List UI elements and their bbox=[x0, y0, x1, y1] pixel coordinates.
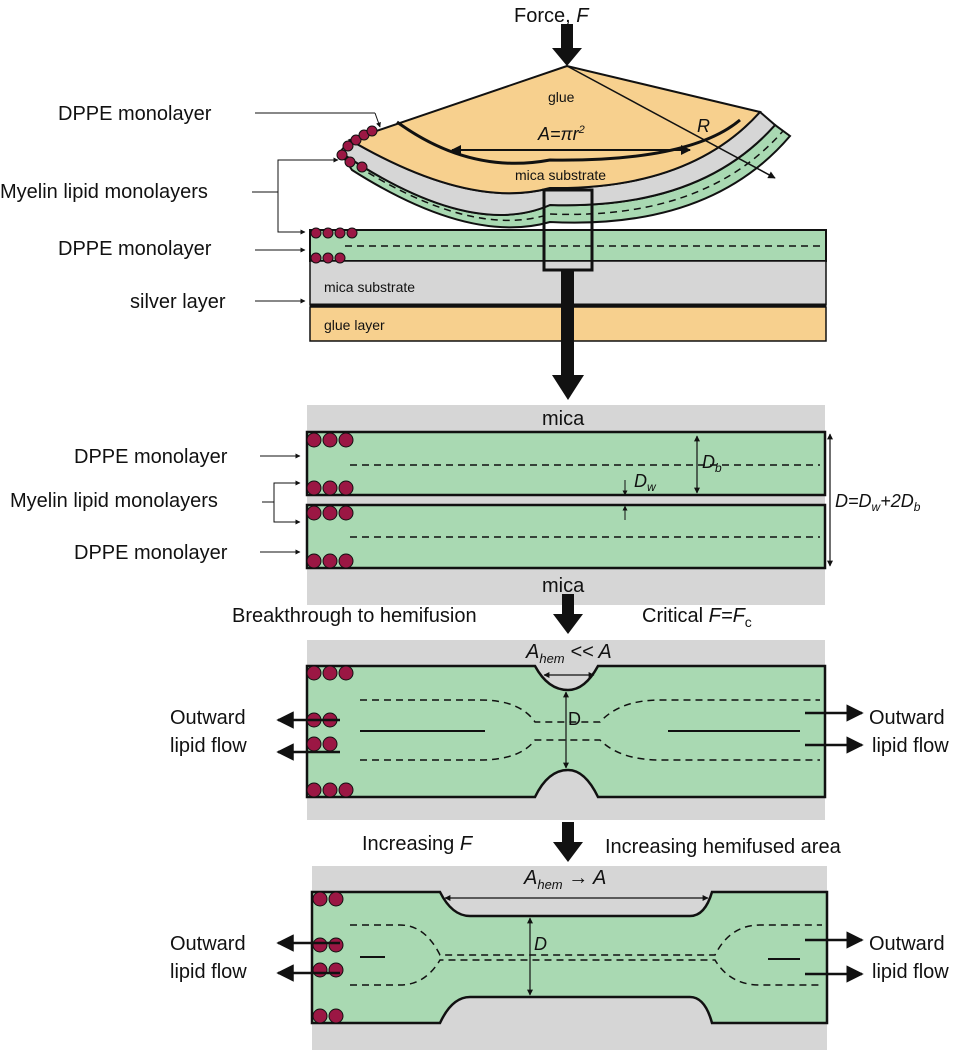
hemifusion-flow-right-1: Outward bbox=[869, 707, 945, 729]
top-label-myelin: Myelin lipid monolayers bbox=[0, 181, 208, 203]
growth-panel: Increasing F Increasing hemifused area A… bbox=[170, 833, 949, 1050]
dw-label: Dw bbox=[634, 471, 657, 494]
hemifusion-flow-left-2: lipid flow bbox=[170, 735, 247, 757]
mica-substrate-bottom-label: mica substrate bbox=[324, 279, 415, 295]
top-panel: Force, F glue A=πr2 R mica substrate mic… bbox=[0, 5, 827, 400]
growth-caption-right: Increasing hemifused area bbox=[605, 836, 842, 858]
zoom-label-dppe-2: DPPE monolayer bbox=[74, 542, 228, 564]
glue-label: glue bbox=[548, 89, 575, 105]
force-arrow bbox=[552, 24, 582, 66]
growth-flow-left-2: lipid flow bbox=[170, 961, 247, 983]
area-label: A=πr2 bbox=[537, 124, 585, 144]
top-label-silver: silver layer bbox=[130, 291, 226, 313]
zoom-panel: mica mica Db Dw D=Dw+2Db DPPE monolayer … bbox=[10, 405, 921, 634]
zoom-mica-top: mica bbox=[542, 408, 585, 430]
db-label: Db bbox=[702, 452, 722, 475]
upper-bilayer bbox=[305, 430, 827, 497]
zoom-mica-bottom: mica bbox=[542, 575, 585, 597]
zoom-headgroups bbox=[306, 432, 354, 569]
curved-dppe-headgroups bbox=[336, 125, 378, 173]
d-equation: D=Dw+2Db bbox=[835, 491, 921, 514]
growth-flow-right-2: lipid flow bbox=[872, 961, 949, 983]
hemifusion-caption-right: Critical F=Fc bbox=[642, 605, 752, 630]
growth-flow-right-1: Outward bbox=[869, 933, 945, 955]
hemifusion-caption-left: Breakthrough to hemifusion bbox=[232, 605, 477, 627]
flat-dppe-headgroups bbox=[310, 227, 358, 264]
growth-flow-left-1: Outward bbox=[170, 933, 246, 955]
hemifused-area-region bbox=[310, 890, 829, 1025]
radius-label: R bbox=[697, 116, 710, 136]
mica-substrate-top-label: mica substrate bbox=[515, 167, 606, 183]
force-label: Force, F bbox=[514, 5, 590, 27]
growth-d-label: D bbox=[534, 934, 547, 954]
top-label-dppe-1: DPPE monolayer bbox=[58, 103, 212, 125]
hemifusion-panel: Breakthrough to hemifusion Critical F=Fc… bbox=[170, 605, 949, 862]
glue-layer-label: glue layer bbox=[324, 317, 385, 333]
hemifusion-d-label: D bbox=[568, 709, 581, 729]
ahem-label: Ahem << A bbox=[525, 641, 612, 666]
zoom-label-myelin: Myelin lipid monolayers bbox=[10, 490, 218, 512]
hemifusion-flow-left-1: Outward bbox=[170, 707, 246, 729]
ahem-growth-label: Ahem → A bbox=[523, 867, 606, 892]
top-label-dppe-2: DPPE monolayer bbox=[58, 238, 212, 260]
hemifusion-flow-right-2: lipid flow bbox=[872, 735, 949, 757]
zoom-label-dppe-1: DPPE monolayer bbox=[74, 446, 228, 468]
growth-caption-left: Increasing F bbox=[362, 833, 474, 855]
